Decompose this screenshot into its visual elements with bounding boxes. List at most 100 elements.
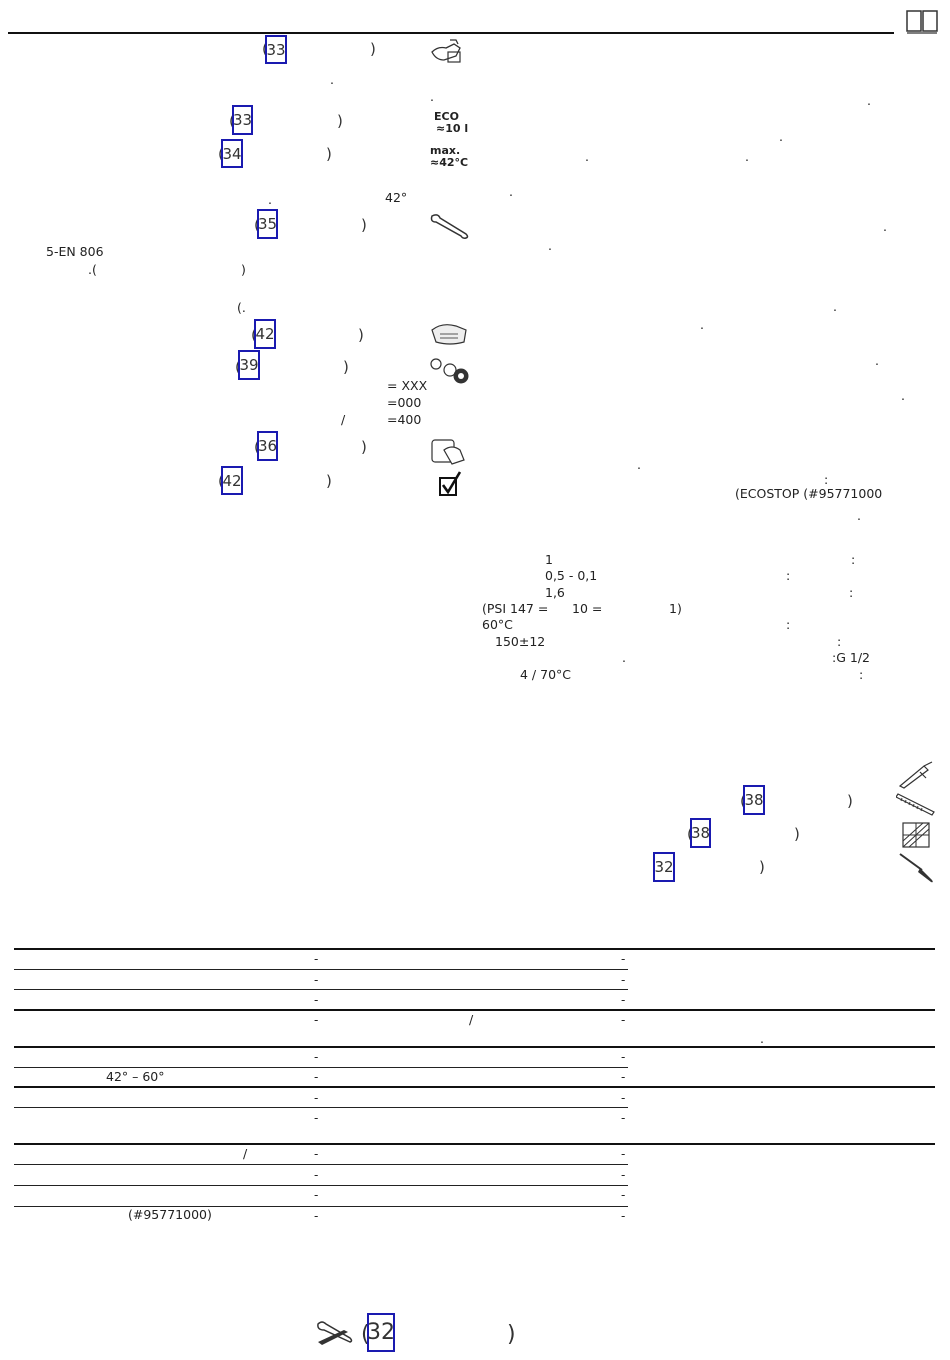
tools-icon xyxy=(314,1318,354,1349)
paren-close: ) xyxy=(326,472,332,490)
spec-5: 60°C xyxy=(482,617,513,632)
colon: : xyxy=(824,472,829,487)
paren-close: ) xyxy=(361,438,367,456)
figure-ref-32a[interactable]: 32 xyxy=(653,852,675,882)
eco-volume: ≈10 l xyxy=(436,122,469,135)
dot: . xyxy=(779,129,783,144)
paren-open: ( xyxy=(218,145,224,163)
max-label: max. xyxy=(430,144,461,157)
temp-42: 42° xyxy=(385,190,408,205)
table-rule xyxy=(14,969,628,970)
paren-close: ) xyxy=(337,112,343,130)
figure-ref-38b[interactable]: 38 xyxy=(690,818,711,848)
table-dash: - xyxy=(314,1111,319,1125)
paren-open: ( xyxy=(740,792,746,810)
code-000: =000 xyxy=(387,395,422,410)
paren-close: ) xyxy=(370,40,376,58)
dot: . xyxy=(622,650,626,665)
paren-open: ( xyxy=(218,472,224,490)
table-dash: - xyxy=(314,1013,319,1027)
figure-ref-33a[interactable]: 33 xyxy=(265,35,287,64)
paren-close: ) xyxy=(358,326,364,344)
table-dash: - xyxy=(314,1168,319,1182)
max-temp: ≈42°C xyxy=(430,156,469,169)
paren-open: ( xyxy=(229,112,235,130)
table-dash: - xyxy=(621,1070,626,1084)
paren-open: ( xyxy=(254,216,260,234)
dot: . xyxy=(883,219,887,234)
table-rule xyxy=(14,1046,935,1048)
paren-open: ( xyxy=(251,326,257,344)
paren-close: ) xyxy=(507,1322,516,1347)
top-rule xyxy=(8,32,894,34)
table-dash: - xyxy=(621,1168,626,1182)
figure-ref-36[interactable]: 36 xyxy=(257,431,278,461)
paren-close: ) xyxy=(343,358,349,376)
spec-2: 0,5 - 0,1 xyxy=(545,568,598,583)
table-dash: - xyxy=(314,1188,319,1202)
code-xxx: = XXX xyxy=(387,378,428,393)
table-dash: - xyxy=(621,1013,626,1027)
table-dash: - xyxy=(621,973,626,987)
wipe-hand-icon xyxy=(428,320,470,351)
figure-ref-39[interactable]: 39 xyxy=(238,350,260,380)
table-dash: - xyxy=(314,1091,319,1105)
tile-grid-icon xyxy=(902,822,930,851)
spec-4b: 10 = xyxy=(572,601,603,616)
paren-close: ) xyxy=(326,145,332,163)
eco-label: ECO xyxy=(434,110,459,123)
table-dash: - xyxy=(314,1147,319,1161)
screwdriver-icon xyxy=(898,852,936,887)
dot: . xyxy=(700,317,704,332)
table-dash: - xyxy=(621,1147,626,1161)
code-400: =400 xyxy=(387,412,422,427)
paren-close: ) xyxy=(847,792,853,810)
temp-range: 42° – 60° xyxy=(106,1069,165,1084)
colon: : xyxy=(849,585,854,600)
dot: . xyxy=(585,149,589,164)
paren-close: ) xyxy=(759,858,765,876)
wrench-icon xyxy=(428,212,470,243)
figure-ref-38a[interactable]: 38 xyxy=(743,785,765,815)
table-dash: - xyxy=(621,1188,626,1202)
figure-ref-34[interactable]: 34 xyxy=(221,139,243,168)
norm-text: 5-EN 806 xyxy=(46,244,104,259)
max-temp-icon: max. ≈42°C xyxy=(430,145,468,169)
dot: . xyxy=(637,457,641,472)
table-dash: - xyxy=(314,993,319,1007)
figure-ref-42a[interactable]: 42 xyxy=(254,319,276,349)
table-dash: - xyxy=(621,1209,626,1223)
paren-open: ( xyxy=(235,358,241,376)
table-dash: - xyxy=(621,1050,626,1064)
colon: : xyxy=(786,617,791,632)
ruler-icon xyxy=(895,790,936,819)
filter-parts-icon xyxy=(428,356,470,389)
table-rule xyxy=(14,1143,935,1145)
dot: . xyxy=(430,89,434,104)
figure-ref-33b[interactable]: 33 xyxy=(232,105,253,135)
article-number: (#95771000) xyxy=(128,1207,212,1222)
dot: . xyxy=(867,93,871,108)
slash: / xyxy=(341,412,346,427)
paren-open: ( xyxy=(687,825,693,843)
figure-ref-32b[interactable]: 32 xyxy=(367,1313,395,1352)
dot: . xyxy=(857,508,861,523)
figure-ref-42b[interactable]: 42 xyxy=(221,466,243,495)
spec-7: :G 1/2 xyxy=(832,650,870,665)
table-rule xyxy=(14,948,935,950)
spec-4c: 1) xyxy=(669,601,682,616)
table-rule xyxy=(14,1206,628,1207)
dot: . xyxy=(745,149,749,164)
spec-6: 150±12 xyxy=(495,634,546,649)
book-icon[interactable] xyxy=(906,8,938,37)
norm-paren-close: ) xyxy=(241,262,246,277)
table-slash: / xyxy=(243,1146,248,1161)
figure-ref-35[interactable]: 35 xyxy=(257,209,278,239)
spec-3: 1,6 xyxy=(545,585,565,600)
table-dash: - xyxy=(621,1091,626,1105)
colon: : xyxy=(786,568,791,583)
colon: : xyxy=(851,552,856,567)
table-slash: / xyxy=(469,1012,474,1027)
paren-dot: (. xyxy=(237,300,246,315)
spec-1: 1 xyxy=(545,552,553,567)
